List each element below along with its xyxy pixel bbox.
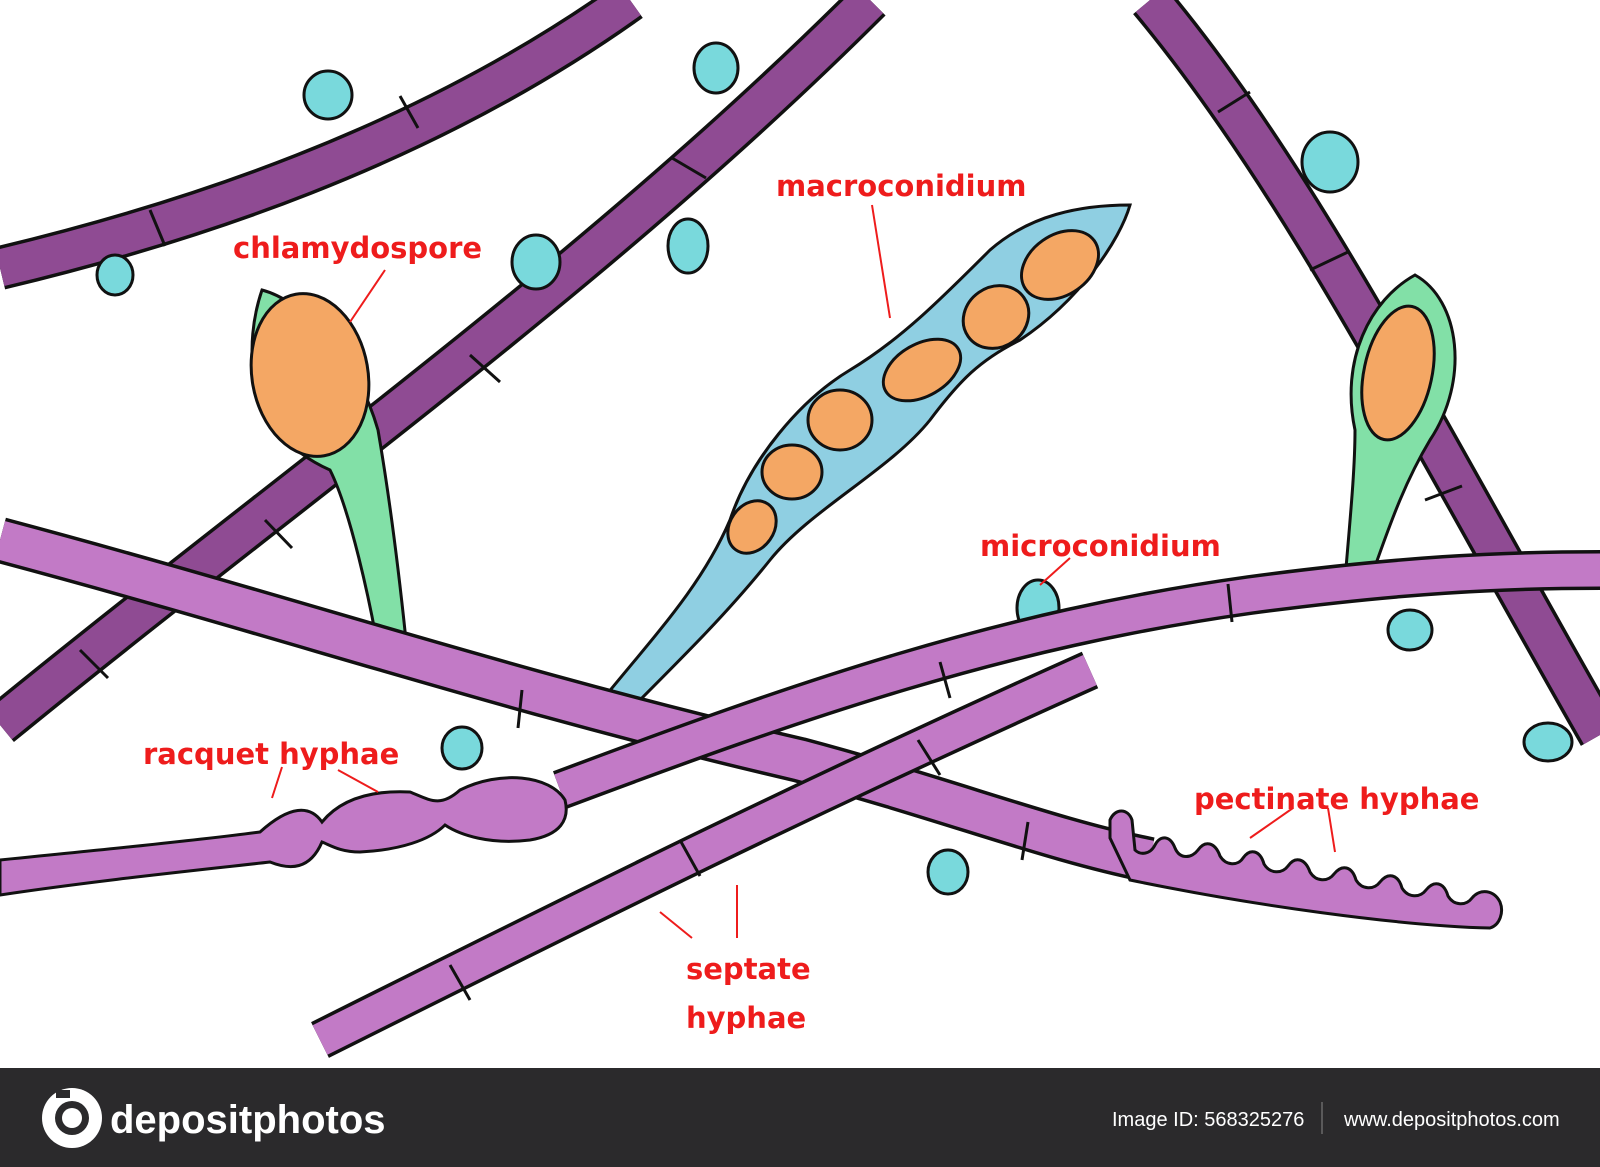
microconidium-spore xyxy=(440,725,484,771)
footer-brand: depositphotos xyxy=(110,1098,386,1142)
microconidium-spore xyxy=(1386,608,1434,652)
dark-hypha-right-fill xyxy=(1135,0,1600,745)
macroconidium-cell xyxy=(1020,229,1100,301)
light-hyphae xyxy=(0,517,1600,1058)
microconidium-spore xyxy=(692,41,740,95)
microconidium-spore xyxy=(510,233,562,291)
label-pectinate-hyphae: pectinate hyphae xyxy=(1194,782,1479,816)
pectinate-hypha xyxy=(1108,809,1504,930)
macroconidium xyxy=(587,203,1132,722)
footer-bar: depositphotos Image ID: 568325276 www.de… xyxy=(0,1068,1600,1167)
camera-icon xyxy=(42,1088,102,1148)
footer-image-id: Image ID: 568325276 xyxy=(1112,1109,1304,1131)
chlamydospore-nucleus xyxy=(1360,304,1436,442)
macroconidium-cell xyxy=(881,337,963,403)
macroconidium-cell xyxy=(726,499,778,555)
racquet-hypha xyxy=(0,776,568,897)
pointer-lines xyxy=(271,204,1336,939)
microconidium-spore xyxy=(95,253,135,297)
label-racquet-hyphae: racquet hyphae xyxy=(143,737,399,771)
label-microconidium: microconidium xyxy=(980,529,1221,563)
label-chlamydospore: chlamydospore xyxy=(233,231,482,265)
microconidia xyxy=(95,41,1574,896)
chlamydospore-nucleus xyxy=(249,292,371,458)
dark-hypha-top-left-fill xyxy=(0,0,641,286)
macroconidium-cell xyxy=(806,388,874,452)
label-septate-line1: septate xyxy=(686,952,811,986)
microconidium-spore xyxy=(302,69,354,121)
macroconidium-cell xyxy=(760,443,824,501)
microconidium-spore xyxy=(1522,721,1574,763)
microconidium-spore xyxy=(666,217,710,275)
footer-website: www.depositphotos.com xyxy=(1343,1109,1560,1131)
dark-hypha-diagonal-fill xyxy=(0,0,884,740)
dark-hyphae xyxy=(0,0,1600,746)
microconidium-spore xyxy=(1300,130,1360,194)
chlamydospores xyxy=(249,273,1457,662)
label-macroconidium: macroconidium xyxy=(776,169,1026,203)
labels: chlamydospore macroconidium microconidiu… xyxy=(143,169,1479,1035)
microconidium-spore xyxy=(926,848,970,896)
macroconidium-cell xyxy=(961,284,1031,350)
label-septate-line2: hyphae xyxy=(686,1001,806,1035)
